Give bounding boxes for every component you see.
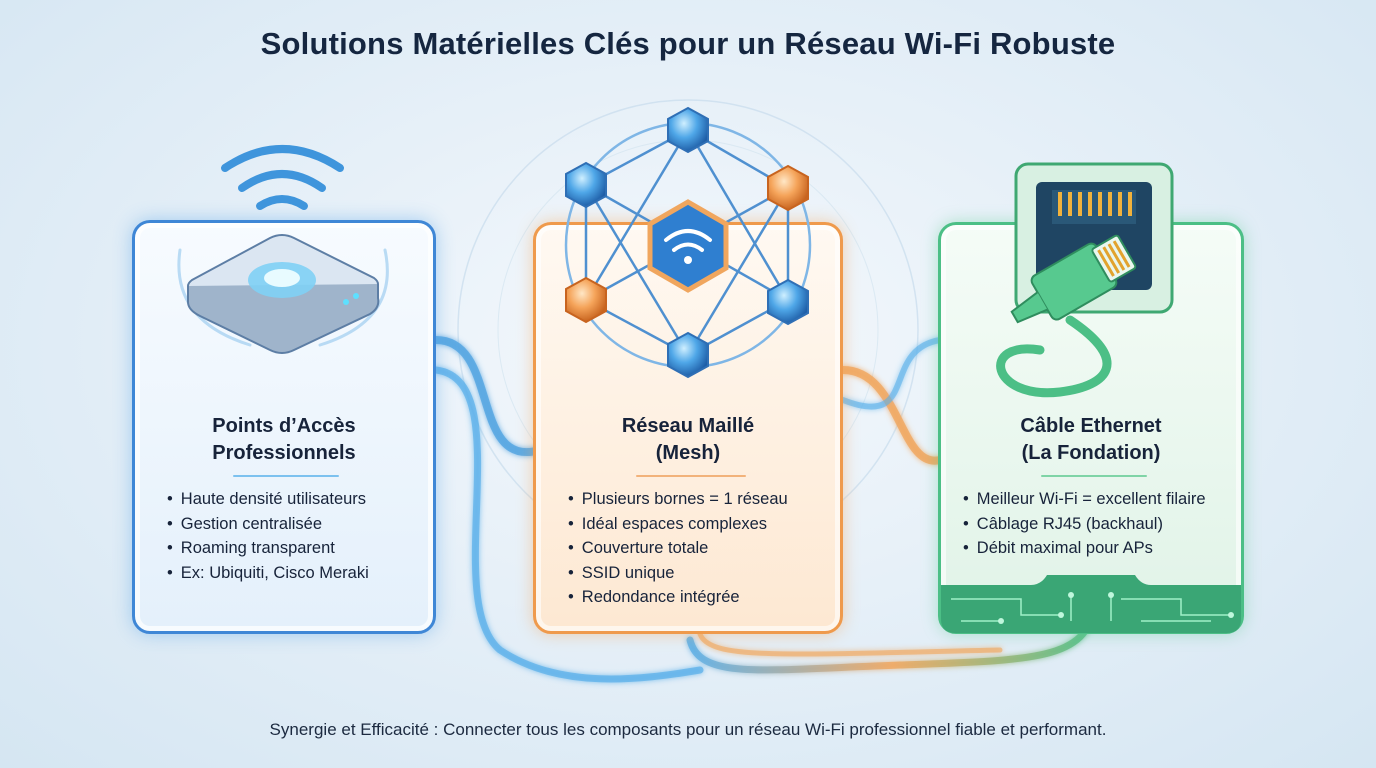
- bullet-list: Plusieurs bornes = 1 réseau Idéal espace…: [568, 487, 788, 610]
- title-divider: [1041, 475, 1147, 477]
- list-item: Débit maximal pour APs: [963, 536, 1206, 561]
- list-item: Câblage RJ45 (backhaul): [963, 512, 1206, 537]
- list-item: Redondance intégrée: [568, 585, 788, 610]
- title-divider: [636, 475, 746, 477]
- list-item: Gestion centralisée: [167, 512, 369, 537]
- list-item: Idéal espaces complexes: [568, 512, 788, 537]
- card-title-line: Professionnels: [212, 442, 356, 464]
- circuit-board-strip: [941, 575, 1241, 633]
- bullet-list: Meilleur Wi-Fi = excellent filaire Câbla…: [963, 487, 1206, 561]
- list-item: SSID unique: [568, 561, 788, 586]
- list-item: Ex: Ubiquiti, Cisco Meraki: [167, 561, 369, 586]
- card-title-line: Réseau Maillé: [621, 415, 755, 437]
- ethernet-cable-icon: [996, 162, 1174, 398]
- card-title-line: (Mesh): [655, 442, 721, 464]
- page-title: Solutions Matérielles Clés pour un Résea…: [260, 26, 1116, 61]
- card-title-line: Câble Ethernet: [1020, 415, 1162, 437]
- card-title: Réseau Maillé (Mesh): [536, 413, 840, 467]
- card-title-line: Points d’Accès: [212, 415, 356, 437]
- card-title-line: (La Fondation): [1021, 442, 1161, 464]
- mesh-network-icon: [564, 106, 812, 379]
- title-divider: [233, 475, 339, 477]
- list-item: Haute densité utilisateurs: [167, 487, 369, 512]
- list-item: Roaming transparent: [167, 536, 369, 561]
- bullet-list: Haute densité utilisateurs Gestion centr…: [167, 487, 369, 585]
- card-title: Câble Ethernet (La Fondation): [941, 413, 1241, 467]
- list-item: Couverture totale: [568, 536, 788, 561]
- list-item: Plusieurs bornes = 1 réseau: [568, 487, 788, 512]
- card-title: Points d’Accès Professionnels: [135, 413, 433, 467]
- footer-caption: Synergie et Efficacité : Connecter tous …: [269, 720, 1107, 739]
- wifi-access-point-icon: [177, 145, 389, 354]
- list-item: Meilleur Wi-Fi = excellent filaire: [963, 487, 1206, 512]
